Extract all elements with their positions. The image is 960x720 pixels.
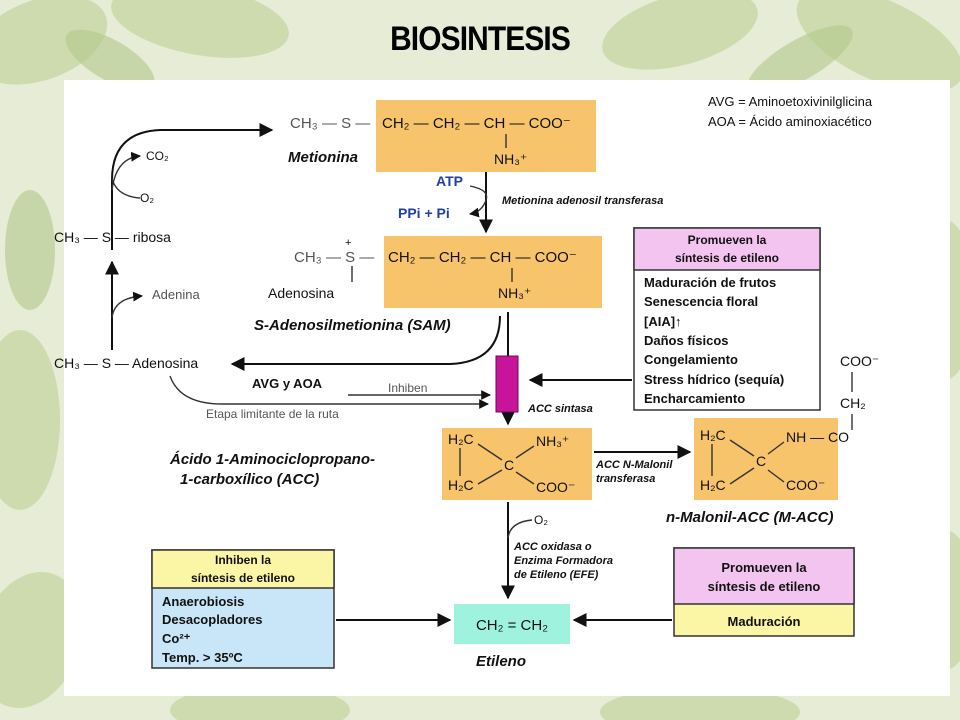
ethylene-name: Etileno [476,653,526,670]
acc-h2c-top: H₂C [448,431,474,447]
atp-label: ATP [436,173,463,189]
sam-nh: NH₃⁺ [498,285,531,301]
macc-h2c-top: H₂C [700,427,726,443]
acc-ring-bottom [477,469,503,485]
macc-ring-top [729,439,755,457]
co2-label: CO₂ [146,149,169,163]
arrow-to-methionine [111,123,274,250]
promote-items: Maduración de frutos Senescencia floral … [644,275,784,406]
promote-item: Senescencia floral [644,294,758,309]
acc-sintasa-bar [495,355,519,413]
promote-header-2: síntesis de etileno [675,251,779,265]
sam-box [384,236,602,308]
acc-h2c-bottom: H₂C [448,477,474,493]
sam-name: S-Adenosilmetionina (SAM) [254,317,451,334]
o2-curve [111,177,141,199]
macc-box [694,418,838,500]
met-adenosyl-transferase: Metionina adenosil transferasa [502,195,663,207]
macc-coo: COO⁻ [786,477,825,493]
ribosa-label: CH₃ — S — ribosa [54,229,171,245]
methionine-nh: NH₃⁺ [494,151,527,167]
acc-nh: NH₃⁺ [536,433,569,449]
acc-box [442,428,592,500]
adenina-curve [111,291,143,319]
acc-coo: COO⁻ [536,479,575,495]
sam-plus: + [345,237,351,249]
oxidase-1: ACC oxidasa o [513,541,592,553]
inhibit-item: Desacopladores [162,612,262,627]
adenina-label: Adenina [152,287,200,302]
acc-ring-top [477,443,503,461]
promote-header-1: Promueven la [688,233,767,247]
ethylene-formula: CH₂ = CH₂ [476,617,548,634]
macc-bond-nh [767,441,785,455]
atp-curve [469,185,488,218]
sam-formula: CH₂ — CH₂ — CH — COO⁻ [388,249,577,266]
sam-adenosina: Adenosina [268,285,334,301]
promote2-item: Maduración [728,614,801,629]
methionine-left: CH₃ — S — [290,115,370,132]
ethylene-box [454,604,570,644]
malonyl-transfer-1: ACC N-Malonil [595,459,673,471]
promote2-header-2: síntesis de etileno [708,579,821,594]
oxidase-o2: O₂ [534,513,548,527]
acc-sintasa-label: ACC sintasa [527,403,593,415]
macc-top-coo: COO⁻ [840,353,879,369]
macc-ch2: CH₂ [840,395,866,411]
promote-item: Stress hídrico (sequía) [644,372,784,387]
promote2-header-1: Promueven la [721,560,807,575]
promote-item: Maduración de frutos [644,275,776,290]
co2-curve [111,151,141,191]
page-title: BIOSINTESIS [390,20,571,58]
acc-bond-nh [515,445,535,459]
promote-item: Daños físicos [644,333,729,348]
inhibit-item: Co²⁺ [162,631,191,646]
acc-bond-coo [515,471,535,485]
o2-label: O₂ [140,191,154,205]
legend-aoa: AOA = Ácido aminoxiacético [708,114,872,129]
legend-avg: AVG = Aminoetoxivinilglicina [708,94,873,109]
etapa-label: Etapa limitante de la ruta [206,407,339,421]
acc-c: C [504,457,514,473]
malonyl-transfer-2: transferasa [596,473,655,485]
arrow-to-adenosina [230,315,501,371]
promote-header [633,227,821,271]
arrow-etapa [169,375,489,409]
methionine-box [376,100,596,172]
acc-name-1: Ácido 1-Aminociclopropano- [169,451,375,468]
promote-header-2-box [673,547,855,605]
methionine-formula: CH₂ — CH₂ — CH — COO⁻ [382,115,571,132]
inhibit-header-1: Inhiben la [215,553,271,567]
promote-item: [AIA]↑ [644,314,682,329]
ppi-label: PPi + Pi [398,205,450,221]
oxidase-2: Enzima Formadora [514,555,613,567]
inhibit-header [151,549,335,589]
promote-item: Congelamiento [644,352,738,367]
methionine-name: Metionina [288,149,358,166]
acc-name-2: 1-carboxílico (ACC) [180,471,319,488]
macc-c: C [756,453,766,469]
macc-bond-coo [767,469,785,483]
oxidase-3: de Etileno (EFE) [514,569,599,581]
inhibit-item: Temp. > 35ºC [162,650,243,665]
o2-ox-curve [507,519,533,539]
sam-left: CH₃ — S — [294,249,374,266]
macc-h2c-bottom: H₂C [700,477,726,493]
macc-ring-bottom [729,467,755,485]
inhiben-label: Inhiben [388,381,427,395]
inhibit-header-2: síntesis de etileno [191,571,295,585]
promote-item: Encharcamiento [644,391,745,406]
adenosina-label: CH₃ — S — Adenosina [54,355,198,371]
inhibit-item: Anaerobiosis [162,594,244,609]
avg-aoa-label: AVG y AOA [252,376,323,391]
macc-nh: NH — CO [786,429,849,445]
macc-name: n-Malonil-ACC (M-ACC) [666,509,833,526]
